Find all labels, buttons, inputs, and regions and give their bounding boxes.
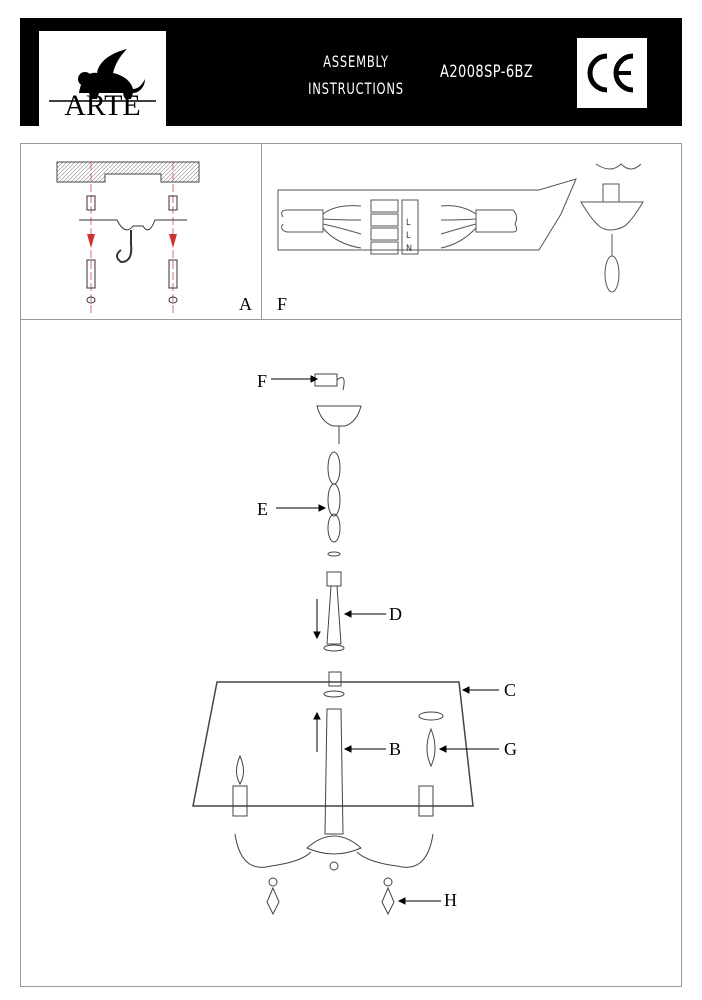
ce-icon xyxy=(587,53,634,93)
callout-h: H xyxy=(444,890,457,910)
ce-mark xyxy=(577,38,647,108)
chandelier-exploded-view xyxy=(192,373,499,916)
document-title: ASSEMBLY INSTRUCTIONS xyxy=(302,48,411,102)
divider xyxy=(261,144,262,319)
callout-e: E xyxy=(257,499,268,519)
terminal-label: N xyxy=(406,244,412,254)
terminal-label: L xyxy=(406,231,411,241)
header-bar: ARTE ASSEMBLY INSTRUCTIONS A2008SP-6BZ xyxy=(20,18,682,127)
terminal-label: L xyxy=(406,218,411,228)
brand-logo: ARTE xyxy=(39,31,166,127)
callout-c: C xyxy=(504,680,517,700)
winged-lion-icon xyxy=(49,49,156,102)
instructions-frame: A L L N F xyxy=(20,143,682,987)
model-number: A2008SP-6BZ xyxy=(440,62,534,82)
panel-f-label: F xyxy=(277,294,288,314)
callout-b: B xyxy=(389,739,402,759)
divider xyxy=(21,319,681,320)
callout-d: D xyxy=(389,604,402,624)
callout-f: F xyxy=(257,371,268,391)
callout-g: G xyxy=(504,739,517,759)
terminal-labels: L L N xyxy=(406,218,412,254)
title-line-2: INSTRUCTIONS xyxy=(308,79,404,98)
panel-f-wiring-diagram: L L N xyxy=(277,163,644,293)
title-line-1: ASSEMBLY xyxy=(323,52,389,71)
panel-a-label: A xyxy=(239,294,252,314)
brand-name: ARTE xyxy=(64,89,141,122)
panel-a-mounting-diagram xyxy=(56,161,200,314)
